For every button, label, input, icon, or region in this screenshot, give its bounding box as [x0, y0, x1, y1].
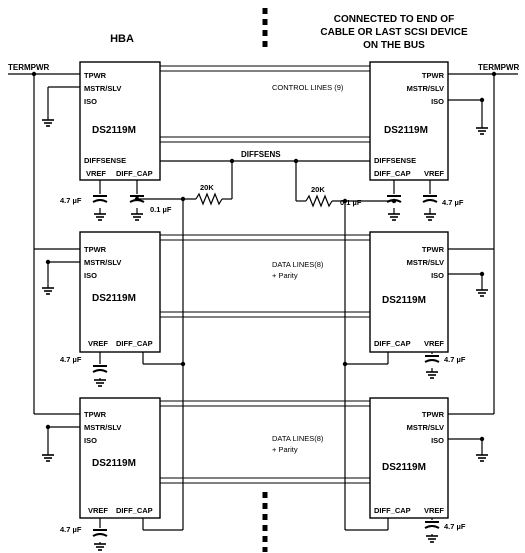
pin-mstr-slv: MSTR/SLV	[84, 258, 121, 267]
chip-name: DS2119M	[382, 295, 426, 306]
resistor-label: 20K	[311, 185, 325, 194]
data-lines-label-2: DATA LINES(8)	[272, 434, 324, 443]
ground-icon	[93, 543, 107, 551]
control-lines-label: CONTROL LINES (9)	[272, 83, 344, 92]
pin-diff-cap: DIFF_CAP	[116, 506, 153, 515]
pin-iso: ISO	[431, 97, 444, 106]
cap-value-label: 0.1 µF	[150, 205, 172, 214]
capacitor-icon	[92, 529, 108, 537]
cap-value-label: 4.7 µF	[444, 522, 466, 531]
diffsens-label: DIFFSENS	[241, 150, 281, 159]
pin-iso: ISO	[84, 436, 97, 445]
pin-mstr-slv: MSTR/SLV	[84, 84, 121, 93]
ground-icon	[41, 119, 55, 127]
termpwr-left-label: TERMPWR	[8, 63, 50, 72]
ground-icon	[475, 454, 489, 462]
ground-icon	[475, 289, 489, 297]
junction-dots	[180, 196, 348, 367]
right-header-line-3: ON THE BUS	[363, 40, 425, 51]
right-header-line-2: CABLE OR LAST SCSI DEVICE	[320, 27, 468, 38]
ground-icon	[423, 213, 437, 221]
pin-diff-cap: DIFF_CAP	[116, 339, 153, 348]
capacitor-icon	[92, 195, 108, 203]
chip-name: DS2119M	[92, 293, 136, 304]
capacitor-icon	[92, 365, 108, 373]
pin-iso: ISO	[431, 436, 444, 445]
pin-tpwr: TPWR	[422, 410, 445, 419]
ground-icon	[93, 379, 107, 387]
pin-diff-cap: DIFF_CAP	[116, 169, 153, 178]
ground-icon	[425, 371, 439, 379]
pin-mstr-slv: MSTR/SLV	[407, 423, 444, 432]
junction-dots	[134, 158, 397, 204]
ground-icon	[425, 535, 439, 543]
pin-tpwr: TPWR	[422, 245, 445, 254]
chip-hba-1	[79, 61, 161, 181]
termpwr-right-label: TERMPWR	[478, 63, 520, 72]
pin-diff-cap: DIFF_CAP	[374, 169, 411, 178]
diffsense-network	[99, 161, 431, 214]
pin-tpwr: TPWR	[84, 245, 107, 254]
pin-vref: VREF	[424, 169, 444, 178]
pin-vref: VREF	[424, 339, 444, 348]
chip-hba-3	[79, 397, 161, 519]
cap-value-label: 4.7 µF	[444, 355, 466, 364]
ground-icon	[387, 213, 401, 221]
ground-icon	[41, 287, 55, 295]
chip-hba-2	[79, 231, 161, 353]
junction-dots	[31, 71, 497, 442]
pin-iso: ISO	[431, 271, 444, 280]
ground-icon	[475, 127, 489, 135]
cap-value-label: 0.1 µF	[340, 198, 362, 207]
chip-term-2	[369, 231, 449, 353]
pin-diffsense: DIFFSENSE	[84, 156, 126, 165]
chip-name: DS2119M	[92, 125, 136, 136]
parity-label-1: + Parity	[272, 271, 298, 280]
hba-label: HBA	[110, 33, 134, 45]
cap-value-label: 4.7 µF	[442, 198, 464, 207]
ground-icon	[130, 213, 144, 221]
pin-vref: VREF	[86, 169, 106, 178]
pin-vref: VREF	[424, 506, 444, 515]
data-lines-label-1: DATA LINES(8)	[272, 260, 324, 269]
pin-vref: VREF	[88, 506, 108, 515]
resistor-label: 20K	[200, 183, 214, 192]
capacitor-icon	[424, 521, 440, 529]
pin-mstr-slv: MSTR/SLV	[407, 84, 444, 93]
chip-name: DS2119M	[92, 458, 136, 469]
pin-mstr-slv: MSTR/SLV	[407, 258, 444, 267]
chip-term-3	[369, 397, 449, 519]
pin-tpwr: TPWR	[84, 71, 107, 80]
cap-value-label: 4.7 µF	[60, 196, 82, 205]
pin-diff-cap: DIFF_CAP	[374, 506, 411, 515]
right-header-line-1: CONNECTED TO END OF	[334, 14, 454, 25]
cap-value-label: 4.7 µF	[60, 525, 82, 534]
pin-tpwr: TPWR	[422, 71, 445, 80]
chip-name: DS2119M	[382, 462, 426, 473]
chip-name: DS2119M	[384, 125, 428, 136]
pin-iso: ISO	[84, 97, 97, 106]
pin-vref: VREF	[88, 339, 108, 348]
pin-diffsense: DIFFSENSE	[374, 156, 416, 165]
strap-wiring	[47, 86, 483, 455]
pin-tpwr: TPWR	[84, 410, 107, 419]
pin-mstr-slv: MSTR/SLV	[84, 423, 121, 432]
termpwr-rails	[8, 73, 518, 415]
ground-icon	[41, 454, 55, 462]
parity-label-2: + Parity	[272, 445, 298, 454]
pin-diff-cap: DIFF_CAP	[374, 339, 411, 348]
capacitor-icon	[422, 195, 438, 203]
capacitor-icon	[424, 355, 440, 363]
ground-icon	[93, 213, 107, 221]
chip-term-1	[369, 61, 449, 181]
bus-lines	[160, 65, 370, 484]
cap-value-label: 4.7 µF	[60, 355, 82, 364]
pin-iso: ISO	[84, 271, 97, 280]
